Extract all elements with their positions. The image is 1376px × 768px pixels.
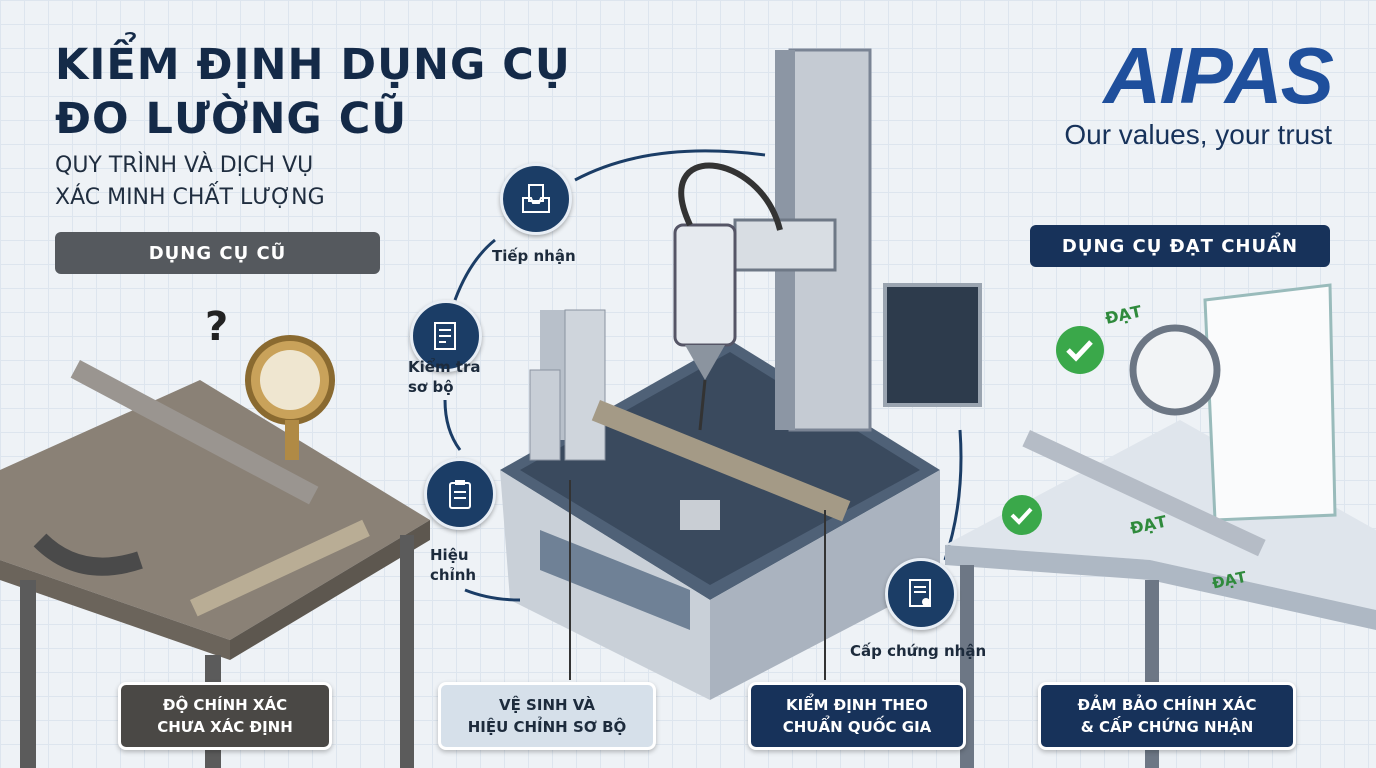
subtitle-line-2: XÁC MINH CHẤT LƯỢNG — [55, 185, 325, 210]
step-certification — [885, 558, 957, 630]
pass-stamp: ĐẠT — [1103, 302, 1143, 328]
clipboard-icon — [449, 480, 471, 509]
aipas-logo: AIPAS — [1103, 31, 1334, 120]
certified-tools-header: DỤNG CỤ ĐẠT CHUẨN — [1030, 225, 1330, 267]
caption-cleaning: VỆ SINH VÀ HIỆU CHỈNH SƠ BỘ — [438, 682, 656, 750]
checklist-icon — [434, 322, 456, 350]
title-line-1: KIỂM ĐỊNH DỤNG CỤ — [55, 40, 571, 90]
step-calibration — [424, 458, 496, 530]
certificate-icon — [909, 579, 931, 607]
title-line-2: ĐO LƯỜNG CŨ — [55, 94, 408, 144]
certified-tools-table: ĐẠT ĐẠT ĐẠT — [945, 283, 1376, 768]
old-tools-header: DỤNG CỤ CŨ — [55, 232, 380, 274]
brand-tagline: Our values, your trust — [1064, 119, 1332, 150]
step-label: Cấp chứng nhận — [850, 642, 987, 660]
step-intake — [500, 163, 572, 235]
inbox-icon — [522, 184, 550, 213]
question-mark: ? — [205, 304, 228, 350]
check-icon — [1056, 326, 1104, 374]
subtitle-line-1: QUY TRÌNH VÀ DỊCH VỤ — [55, 153, 314, 178]
caption-national-standard: KIỂM ĐỊNH THEO CHUẨN QUỐC GIA — [748, 682, 966, 750]
step-label: Hiệu chỉnh — [430, 546, 477, 584]
caption-certified: ĐẢM BẢO CHÍNH XÁC & CẤP CHỨNG NHẬN — [1038, 682, 1296, 750]
page-title: KIỂM ĐỊNH DỤNG CỤ ĐO LƯỜNG CŨ — [55, 38, 571, 146]
step-label: Tiếp nhận — [492, 247, 576, 265]
caption-old: ĐỘ CHÍNH XÁC CHƯA XÁC ĐỊNH — [118, 682, 332, 750]
check-icon — [1002, 495, 1042, 535]
step-inspection — [410, 300, 482, 372]
step-label: Kiểm tra sơ bộ — [408, 358, 481, 396]
cmm-machine — [443, 48, 982, 700]
subtitle: QUY TRÌNH VÀ DỊCH VỤ XÁC MINH CHẤT LƯỢNG — [55, 150, 325, 214]
